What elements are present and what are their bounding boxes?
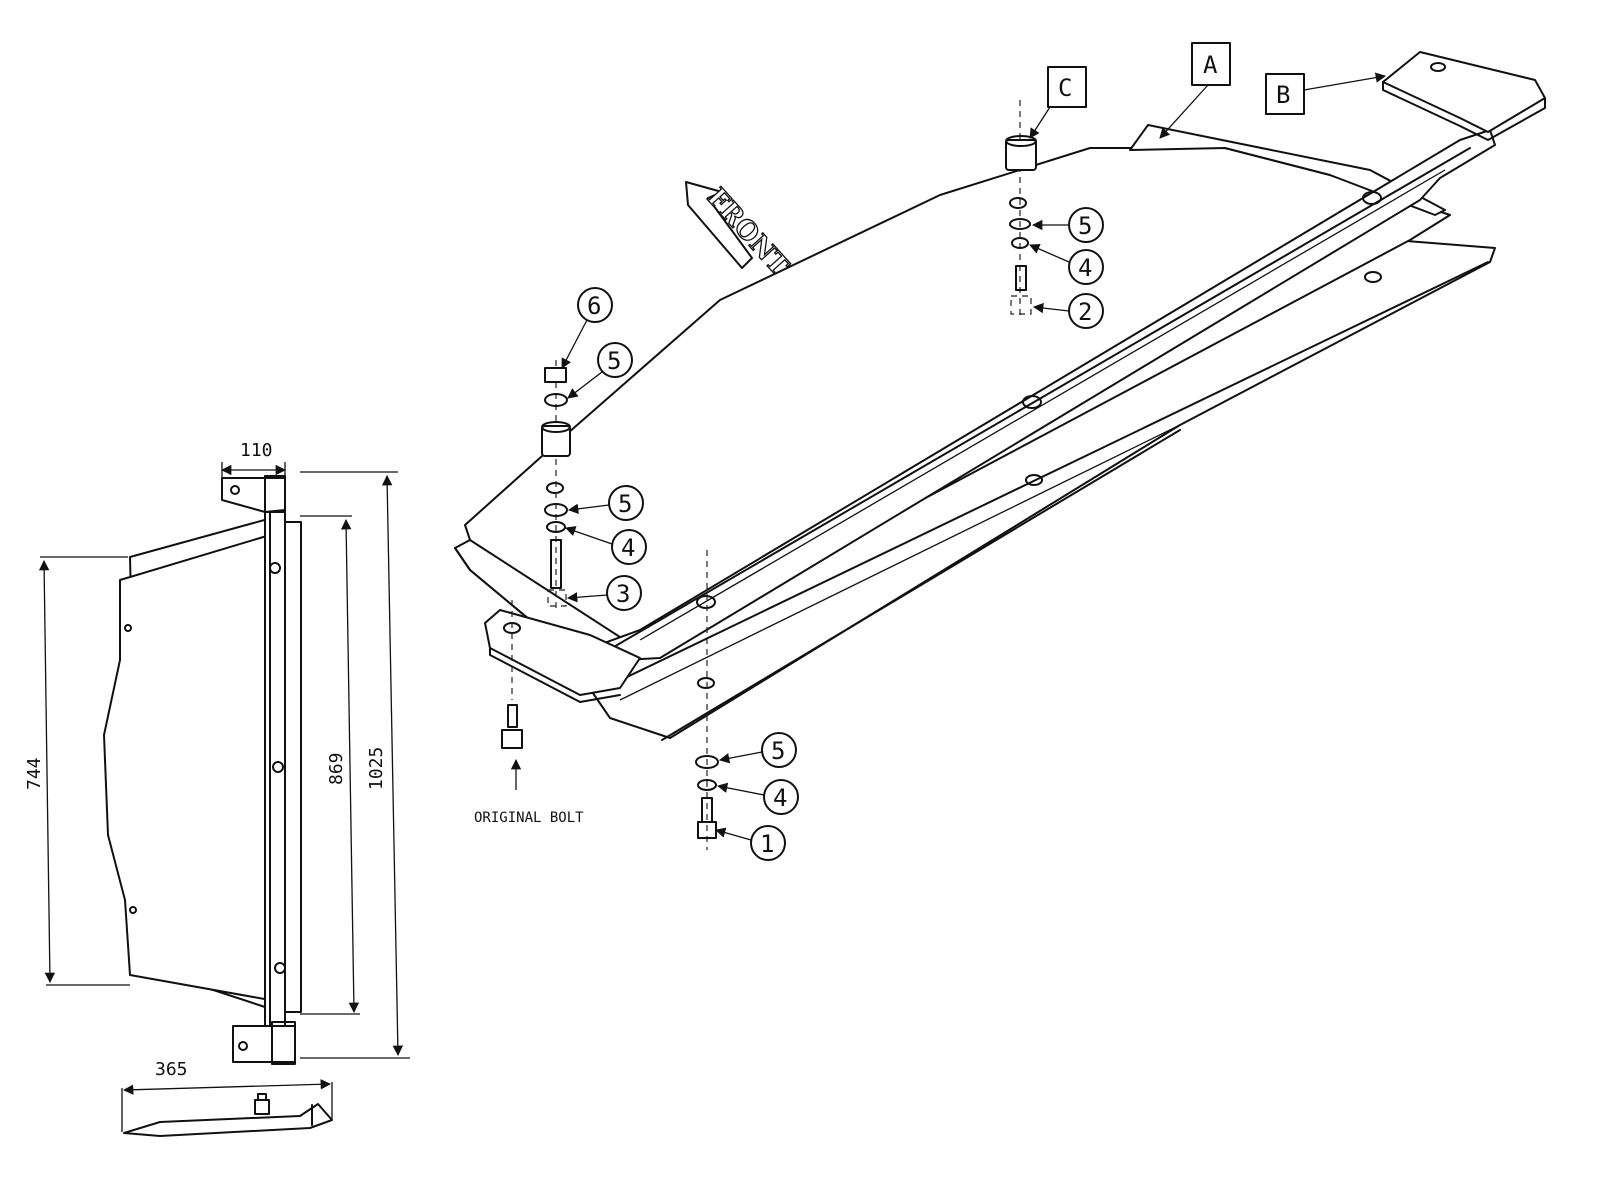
- svg-text:2: 2: [1078, 298, 1092, 326]
- hardware-stack-c: [1005, 100, 1037, 320]
- spacer-c: [1005, 139, 1037, 171]
- front-arrow: FRONT: [685, 181, 795, 282]
- dimension-869: 869: [300, 515, 360, 1015]
- dim-110-text: 110: [240, 440, 273, 461]
- rail-bolt: [1022, 395, 1042, 409]
- bolt-icon: [550, 539, 562, 589]
- washer-icon: [1011, 237, 1029, 249]
- spacer: [541, 425, 571, 457]
- rail-bolt: [1362, 191, 1382, 205]
- dim-365-text: 365: [155, 1059, 188, 1080]
- callout-4-low: 4: [565, 526, 647, 565]
- upper-plate: [464, 147, 1451, 651]
- label-c: C: [1029, 66, 1087, 139]
- svg-text:4: 4: [773, 784, 787, 812]
- label-a: A: [1159, 42, 1231, 139]
- callout-5-mid: 5: [567, 342, 633, 399]
- svg-text:4: 4: [621, 534, 635, 562]
- side-plate: [123, 1103, 333, 1137]
- svg-text:1: 1: [760, 830, 774, 858]
- dimension-110: 110: [220, 440, 287, 478]
- nut-icon: [547, 589, 567, 607]
- mount-hole: [129, 906, 137, 914]
- label-c-text: C: [1058, 74, 1072, 102]
- label-b: B: [1265, 72, 1387, 115]
- rail-bolt: [696, 595, 716, 609]
- washer-icon: [1009, 218, 1031, 230]
- svg-text:5: 5: [607, 347, 621, 375]
- svg-text:5: 5: [618, 490, 632, 518]
- callout-4-bot: 4: [716, 779, 799, 815]
- washer-icon: [695, 755, 719, 769]
- dim-744-text: 744: [24, 757, 45, 790]
- long-rail: [584, 129, 1496, 661]
- callout-2-top: 2: [1032, 293, 1104, 329]
- mount-hole: [697, 677, 715, 689]
- callout-6: 6: [561, 287, 613, 369]
- callout-1-bot: 1: [715, 825, 786, 861]
- callout-5-bot: 5: [718, 732, 797, 768]
- svg-text:5: 5: [1078, 212, 1092, 240]
- plate-outline: [103, 534, 271, 1001]
- callout-4-top: 4: [1029, 243, 1104, 285]
- mount-hole: [1009, 197, 1027, 209]
- mount-hole: [1364, 271, 1382, 283]
- mount-hole: [1025, 474, 1043, 486]
- label-b-text: B: [1276, 81, 1290, 109]
- dimension-744: 744: [24, 556, 130, 986]
- top-view: [103, 475, 302, 1065]
- bolt-icon: [1015, 265, 1027, 291]
- bracket-b: [1382, 51, 1546, 133]
- bottom-bracket: [232, 1025, 296, 1063]
- svg-text:5: 5: [771, 737, 785, 765]
- callout-3: 3: [566, 575, 642, 611]
- hardware-stack-left: [541, 360, 571, 610]
- front-label: FRONT: [701, 183, 795, 282]
- label-a-text: A: [1203, 51, 1218, 79]
- svg-text:3: 3: [616, 580, 630, 608]
- mount-hole: [124, 624, 132, 632]
- rail-bolt: [274, 962, 286, 974]
- callout-5-top: 5: [1031, 207, 1104, 243]
- svg-text:4: 4: [1078, 254, 1092, 282]
- nut-icon: [544, 367, 567, 383]
- top-bracket: [221, 477, 286, 513]
- callout-5-low: 5: [567, 485, 644, 521]
- washer-icon: [697, 779, 717, 791]
- washer-icon: [544, 393, 568, 407]
- dim-1025-text: 1025: [366, 747, 387, 790]
- dimension-1025: 1025: [300, 471, 410, 1059]
- rail-bolt: [272, 761, 284, 773]
- dim-869-text: 869: [326, 752, 347, 785]
- original-bolt: ORIGINAL BOLT: [474, 600, 584, 826]
- front-bracket: [484, 609, 641, 696]
- svg-text:6: 6: [587, 292, 601, 320]
- washer-icon: [546, 521, 566, 533]
- rail-bolt: [269, 562, 281, 574]
- side-view: 365: [121, 1059, 333, 1137]
- original-bolt-label: ORIGINAL BOLT: [474, 810, 584, 826]
- washer-icon: [544, 503, 568, 517]
- nut-icon: [1010, 295, 1032, 315]
- mount-hole: [546, 482, 564, 494]
